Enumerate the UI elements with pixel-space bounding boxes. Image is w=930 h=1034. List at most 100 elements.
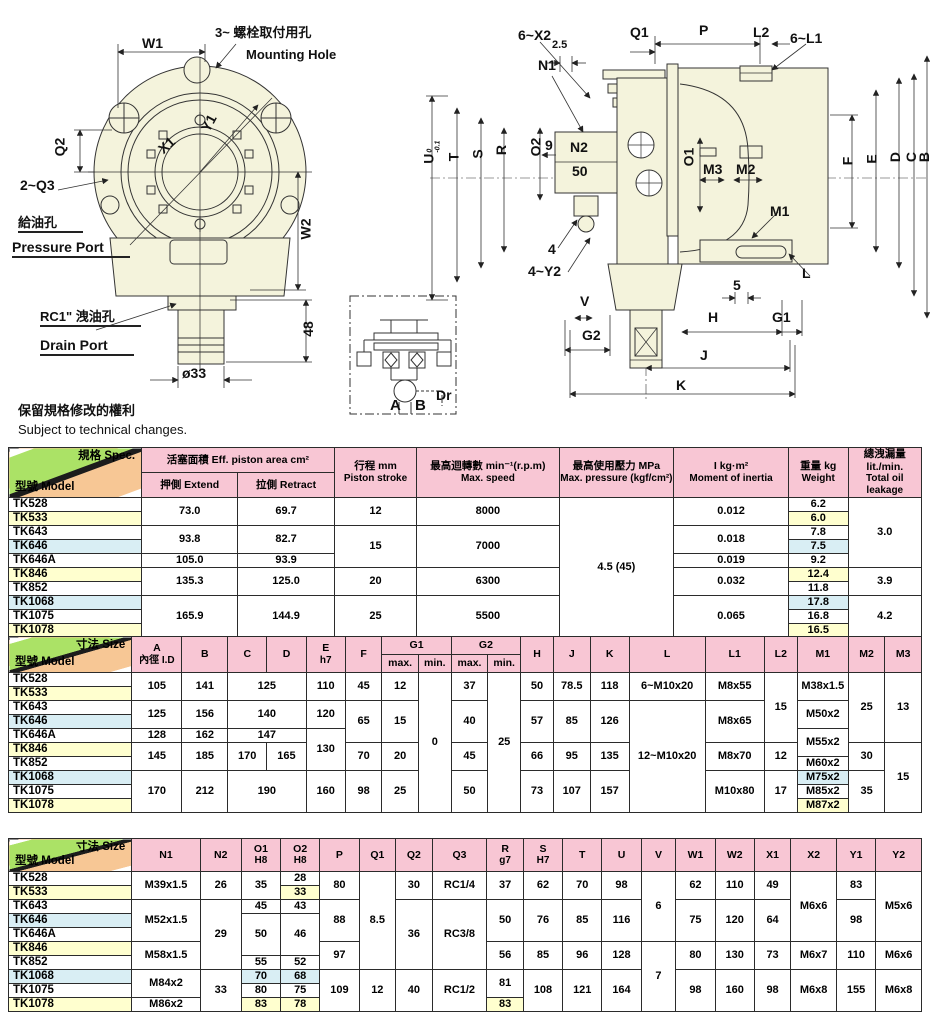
header-cell: Y2 xyxy=(875,838,922,872)
header-cell: P xyxy=(319,838,360,872)
data-cell: 135.3 xyxy=(141,567,239,597)
data-cell: M87x2 xyxy=(796,798,849,813)
dim-label-m2: M2 xyxy=(736,161,756,177)
data-cell: 12 xyxy=(333,497,418,527)
note-chinese: 保留規格修改的權利 xyxy=(18,403,136,418)
data-cell: M6x7 xyxy=(790,941,837,970)
data-cell: 75 xyxy=(280,983,321,998)
data-cell: 0.065 xyxy=(673,595,789,639)
data-cell: 98 xyxy=(675,969,716,1012)
dim-label-v: V xyxy=(580,293,590,309)
data-cell: 170 xyxy=(227,742,268,771)
data-cell: 83 xyxy=(240,997,282,1012)
technical-changes-note: 保留規格修改的權利 Subject to technical changes. xyxy=(18,400,187,437)
dim-label-m3: M3 xyxy=(703,161,723,177)
dim-label-t: T xyxy=(445,152,462,162)
model-cell: TK1068 xyxy=(7,595,143,611)
header-cell: H xyxy=(520,636,554,673)
header-cell: M2 xyxy=(847,636,886,673)
data-cell: 62 xyxy=(675,871,716,900)
data-cell: 121 xyxy=(562,969,603,1012)
data-cell: RC3/8 xyxy=(431,899,488,970)
table-corner-cell: 規格 Spec.型號 Model xyxy=(7,446,143,499)
header-cell: U xyxy=(601,838,642,872)
model-cell: TK643 xyxy=(7,700,133,715)
data-cell: 45 xyxy=(240,899,282,914)
data-cell: RC1/4 xyxy=(431,871,488,900)
bolt-squares xyxy=(146,130,254,214)
data-cell: 29 xyxy=(199,899,242,970)
data-cell: M75x2 xyxy=(796,770,849,785)
header-cell: 總洩漏量 lit./min.Total oil leakage xyxy=(847,446,923,499)
data-cell: 0.019 xyxy=(673,553,789,569)
data-cell: 70 xyxy=(240,969,282,984)
data-cell: 107 xyxy=(552,770,591,813)
header-cell: Y1 xyxy=(835,838,877,872)
data-cell: 37 xyxy=(486,871,524,900)
data-cell: 70 xyxy=(344,742,383,771)
data-cell: 130 xyxy=(305,728,346,771)
data-cell: 3.9 xyxy=(847,567,923,597)
data-cell: 80 xyxy=(675,941,716,970)
data-cell: M8x55 xyxy=(704,672,765,701)
data-cell: 135 xyxy=(589,742,630,771)
data-cell: 68 xyxy=(280,969,321,984)
data-cell: 55 xyxy=(240,955,282,970)
dim-label-q1: Q1 xyxy=(630,24,649,40)
data-cell: 118 xyxy=(589,672,630,701)
header-cell: Q2 xyxy=(395,838,433,872)
model-cell: TK643 xyxy=(7,525,143,541)
data-cell: 85 xyxy=(522,941,564,970)
data-cell: 11.8 xyxy=(787,581,849,597)
data-cell: 6.2 xyxy=(787,497,849,513)
data-cell: 6300 xyxy=(416,567,560,597)
drain-port-label-en: Drain Port xyxy=(40,338,134,356)
dim-label-f: F xyxy=(839,156,856,166)
data-cell: 49 xyxy=(753,871,792,900)
data-cell: M50x2 xyxy=(796,700,849,729)
side-dimensions xyxy=(426,36,930,398)
data-cell: 83 xyxy=(835,871,877,900)
data-cell: 7.5 xyxy=(787,539,849,555)
model-cell: TK533 xyxy=(7,686,133,701)
drain-dr-label: Dr xyxy=(436,387,452,403)
data-cell: M58x1.5 xyxy=(131,941,201,970)
dim-label-48: 48 xyxy=(299,321,316,337)
data-cell: 110 xyxy=(305,672,346,701)
data-cell: 15 xyxy=(333,525,418,569)
data-cell: M38x1.5 xyxy=(796,672,849,701)
data-cell: 73 xyxy=(753,941,792,970)
port-a-label: A xyxy=(390,397,401,414)
data-cell: 165.9 xyxy=(141,595,239,639)
data-cell: 120 xyxy=(714,899,755,942)
dim-label-2-5: 2.5 xyxy=(552,39,568,51)
data-cell: M6x8 xyxy=(875,969,922,1012)
data-cell: 40 xyxy=(395,969,433,1012)
model-cell: TK1068 xyxy=(7,969,133,984)
note-english: Subject to technical changes. xyxy=(18,422,188,437)
model-cell: TK528 xyxy=(7,497,143,513)
data-cell: M8x70 xyxy=(704,742,765,771)
data-cell: 105 xyxy=(131,672,183,701)
data-cell: 190 xyxy=(227,770,307,813)
data-cell: M5x6 xyxy=(875,871,922,942)
data-cell: 9.2 xyxy=(787,553,849,569)
header-cell: G1 xyxy=(381,636,452,655)
header-cell: M3 xyxy=(884,636,922,673)
header-cell: K xyxy=(589,636,630,673)
data-cell: 35 xyxy=(847,770,886,813)
data-cell: 20 xyxy=(333,567,418,597)
header-cell: D xyxy=(266,636,307,673)
data-cell: M85x2 xyxy=(796,784,849,799)
data-cell: 162 xyxy=(181,728,229,743)
data-cell: 15 xyxy=(381,700,419,743)
dim-label-50: 50 xyxy=(572,163,588,179)
model-cell: TK528 xyxy=(7,672,133,687)
data-cell: 35 xyxy=(240,871,282,900)
data-cell: M52x1.5 xyxy=(131,899,201,942)
port-b-label: B xyxy=(415,397,426,414)
